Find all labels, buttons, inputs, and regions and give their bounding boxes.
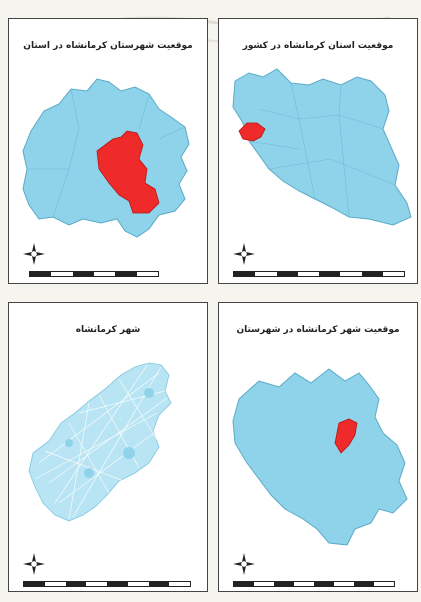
panel-title: شهر کرمانشاه — [75, 325, 141, 335]
panel-county-map: موقعیت شهر کرمانشاه در شهرستان — [218, 302, 418, 592]
scale-bar — [29, 271, 159, 277]
north-arrow-icon — [233, 553, 255, 575]
panel-country-map: موقعیت استان کرمانشاه در کشور — [218, 18, 418, 284]
country-map — [219, 19, 417, 283]
county-shape — [232, 368, 408, 546]
north-arrow-icon — [23, 243, 45, 265]
panel-title: موقعیت شهرستان کرمانشاه در استان — [23, 41, 193, 51]
panel-province-map: موقعیت شهرستان کرمانشاه در استان — [8, 18, 208, 284]
scale-bar — [23, 581, 191, 587]
county-map — [219, 303, 417, 591]
highlight-city — [334, 418, 358, 454]
province-map — [9, 19, 207, 283]
scale-bar — [233, 271, 405, 277]
highlight-county — [96, 130, 160, 214]
scale-bar — [233, 581, 395, 587]
north-arrow-icon — [233, 243, 255, 265]
panel-city-map: شهر کرمانشاه — [8, 302, 208, 592]
city-map — [9, 303, 207, 591]
north-arrow-icon — [23, 553, 45, 575]
city-shape — [28, 362, 172, 522]
highlight-province — [238, 122, 266, 142]
panel-title: موقعیت شهر کرمانشاه در شهرستان — [236, 325, 400, 335]
panel-title: موقعیت استان کرمانشاه در کشور — [242, 41, 394, 51]
